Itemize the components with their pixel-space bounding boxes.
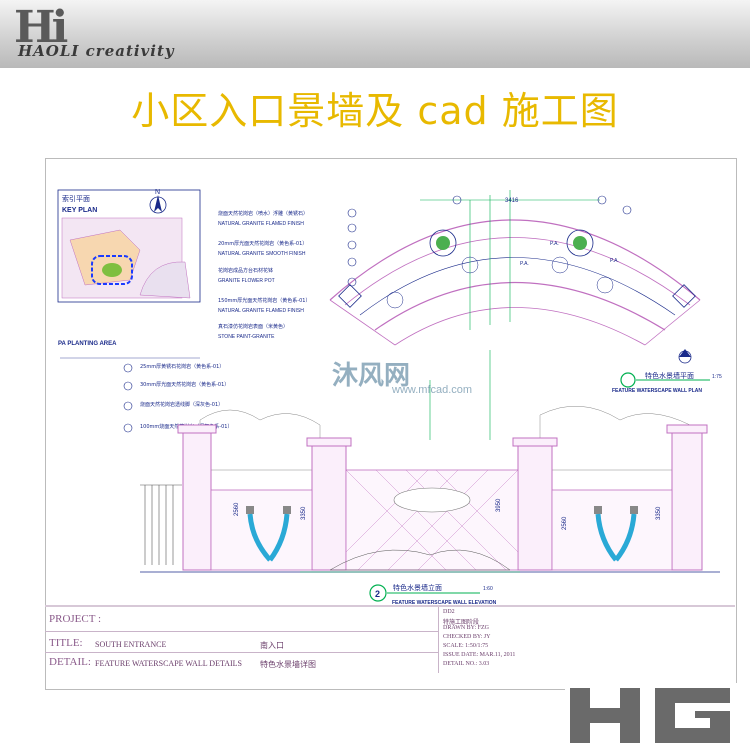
key-plan-road (139, 261, 191, 299)
svg-text:3950: 3950 (496, 498, 502, 512)
header-banner: Hi HAOLI creativity (0, 0, 750, 68)
svg-text:NATURAL GRANITE SMOOTH FINISH: NATURAL GRANITE SMOOTH FINISH (218, 251, 306, 257)
project-label: PROJECT : (49, 613, 102, 625)
note-3: 烧面天然花岗岩透线脚（深灰色-01） (140, 401, 223, 408)
key-plan-title-cn: 索引平面 (62, 194, 90, 203)
title-label: TITLE: (49, 637, 83, 649)
planting-area-label: PA PLANTING AREA (58, 341, 117, 347)
title-cn: 南入口 (260, 641, 284, 650)
plan-title-cn: 特色水景墙平面 (645, 371, 694, 380)
svg-text:NATURAL GRANITE FLAMED FINISH: NATURAL GRANITE FLAMED FINISH (218, 221, 304, 227)
section-marker-icon (678, 349, 692, 364)
elevation-scale: 1:60 (483, 586, 493, 592)
svg-text:150mm厚光面天然花岗岩（黄色系-01）: 150mm厚光面天然花岗岩（黄色系-01） (218, 297, 310, 304)
plan-callouts (347, 195, 632, 287)
title-value: SOUTH ENTRANCE (95, 640, 167, 649)
detail-value: FEATURE WATERSCAPE WALL DETAILS (95, 659, 242, 668)
haoli-logo-text: HAOLI creativity (18, 42, 175, 60)
svg-text:3350: 3350 (656, 506, 662, 520)
north-arrow-icon: N (149, 189, 167, 214)
svg-text:2560: 2560 (234, 502, 240, 516)
detail-label: DETAIL: (49, 656, 91, 668)
hg-logo-icon (565, 683, 740, 747)
watermark-url: www.mfcad.com (392, 384, 473, 396)
detail-no: DETAIL NO.: 3.03 (443, 661, 490, 667)
plan-view (329, 190, 701, 346)
watermark-text: 沐风网 (332, 361, 411, 391)
svg-text:N: N (155, 189, 160, 196)
svg-text:烧面天然花岗岩（喷水）浮雕（黄锈石）: 烧面天然花岗岩（喷水）浮雕（黄锈石） (218, 210, 308, 217)
elevation-view (140, 350, 720, 573)
material-notes: 25mm厚黄锈石花岗岩（黄色系-01） 30mm厚光面天然花岗岩（黄色系-01）… (60, 357, 232, 433)
svg-text:STONE PAINT-GRANITE: STONE PAINT-GRANITE (218, 334, 275, 340)
svg-text:P.A.: P.A. (610, 258, 619, 264)
svg-text:2: 2 (375, 589, 380, 599)
svg-text:20mm厚光面天然花岗岩（黄色系-01）: 20mm厚光面天然花岗岩（黄色系-01） (218, 240, 307, 247)
key-plan-building (69, 229, 141, 286)
key-plan-frame (57, 189, 201, 303)
key-plan-highlight (91, 255, 133, 285)
issue-date: ISSUE DATE: MAR.11, 2011 (443, 652, 516, 658)
drawn-by: DRAWN BY: FZG (443, 625, 489, 631)
elevation-title-cn: 特色水景墙立面 (393, 583, 442, 592)
detail-cn: 特色水景墙详图 (260, 660, 316, 669)
page-headline: 小区入口景墙及 cad 施工图 (131, 89, 619, 133)
title-block-info: DD2 特施工图阶段 DRAWN BY: FZG CHECKED BY: JY … (438, 607, 701, 673)
svg-text:3350: 3350 (301, 506, 307, 520)
plan-scale: 1:75 (712, 374, 722, 380)
checked-by: CHECKED BY: JY (443, 634, 491, 640)
upper-notes: 烧面天然花岗岩（喷水）浮雕（黄锈石） NATURAL GRANITE FLAME… (218, 210, 310, 340)
elevation-dims: 2560 3350 3950 2560 3350 (234, 498, 662, 530)
svg-text:GRANITE FLOWER POT: GRANITE FLOWER POT (218, 278, 275, 284)
plan-title-marker (620, 372, 710, 388)
svg-text:P.A.: P.A. (550, 241, 559, 247)
plan-inner-arc (374, 282, 666, 331)
svg-text:NATURAL GRANITE FLAMED FINISH: NATURAL GRANITE FLAMED FINISH (218, 308, 304, 314)
elevation-title-marker: 2 (369, 584, 480, 602)
title-block: PROJECT : TITLE: SOUTH ENTRANCE 南入口 DETA… (45, 605, 735, 675)
svg-text:2560: 2560 (562, 516, 568, 530)
scale: SCALE: 1:50/1:75 (443, 643, 489, 649)
svg-text:花岗岩成品方台石材花钵: 花岗岩成品方台石材花钵 (218, 267, 273, 274)
dd-label: DD2 (443, 609, 455, 615)
plan-outer-arc (329, 219, 701, 301)
note-2: 30mm厚光面天然花岗岩（黄色系-01） (140, 381, 229, 388)
svg-text:P.A.: P.A. (520, 261, 529, 267)
plan-title-en: FEATURE WATERSCAPE WALL PLAN (612, 388, 702, 394)
drawing-stage: 特施工图阶段 (443, 620, 480, 626)
elevation-title-en: FEATURE WATERSCAPE WALL ELEVATION (392, 600, 497, 606)
key-plan-title-en: KEY PLAN (62, 207, 97, 214)
note-1: 25mm厚黄锈石花岗岩（黄色系-01） (140, 363, 224, 370)
plan-dim-labels: P.A. P.A. P.A. (520, 241, 619, 267)
plan-dim-top: 3416 (505, 198, 519, 204)
svg-text:真石漆仿花岗岩表面（米黄色）: 真石漆仿花岗岩表面（米黄色） (218, 323, 288, 330)
haoli-logo-mark: Hi (14, 2, 68, 53)
key-plan-highlight-fill (102, 263, 122, 277)
